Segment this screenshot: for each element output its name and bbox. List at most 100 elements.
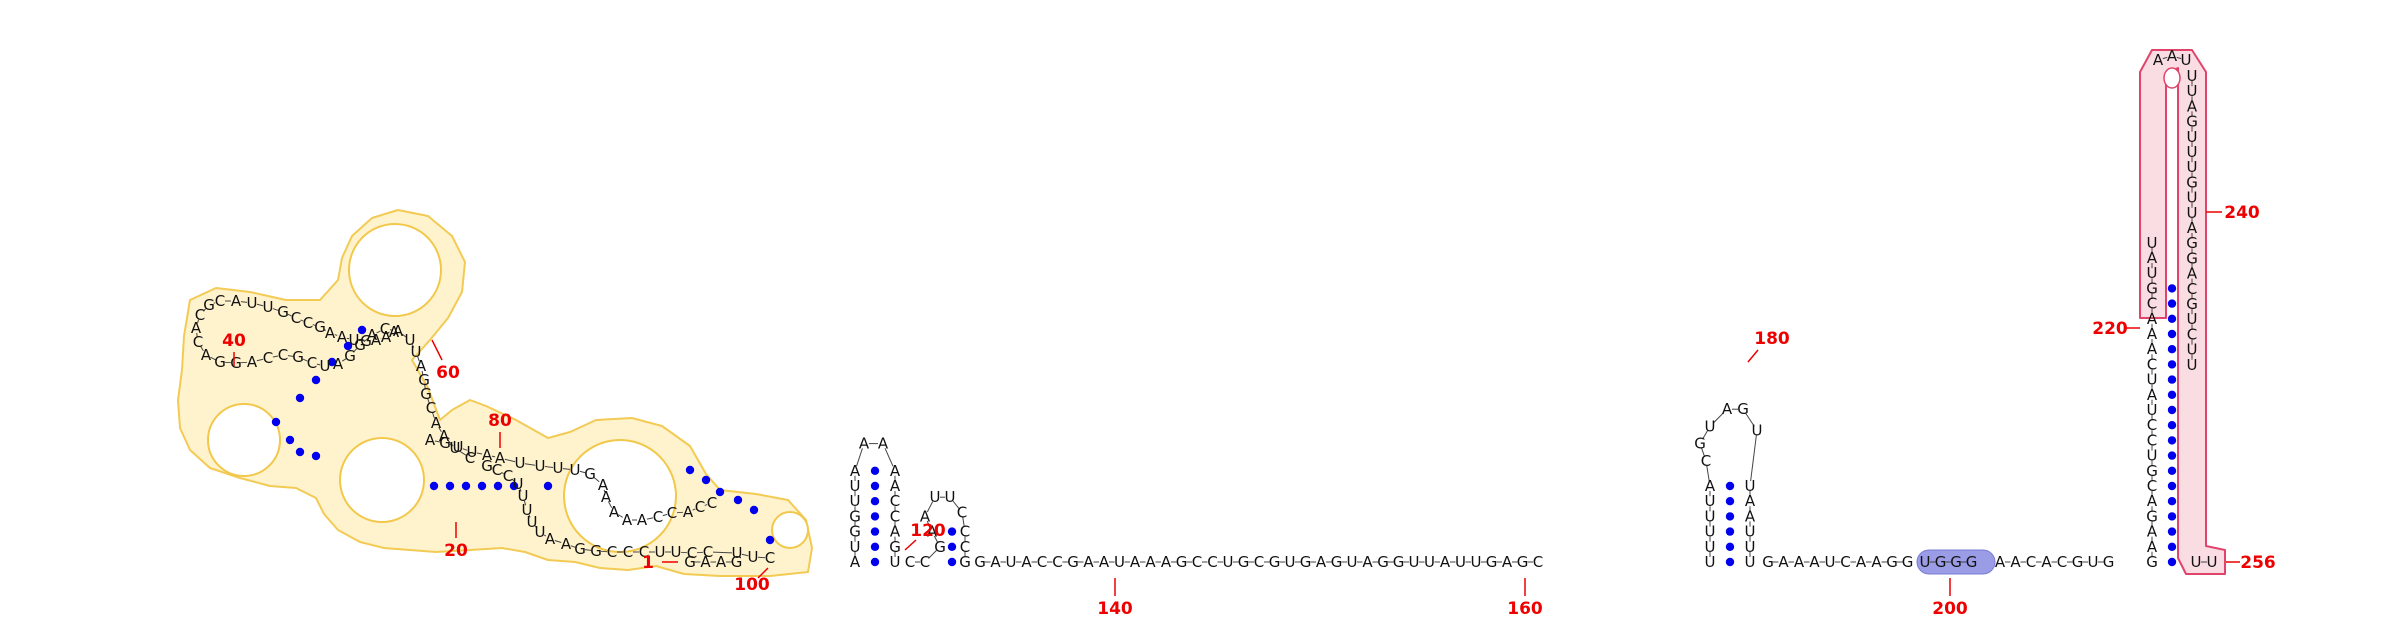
yellow-loop-hole <box>349 224 441 316</box>
nucleotide-G: G <box>574 540 586 558</box>
base-pair-dot <box>766 536 774 544</box>
base-pair-dot <box>948 558 956 566</box>
label-120: 120 <box>910 521 946 541</box>
label-160: 160 <box>1507 599 1543 618</box>
nucleotide-A: A <box>1995 553 2006 571</box>
base-pair-dot <box>1726 512 1734 520</box>
nucleotide-C: C <box>2026 553 2036 571</box>
nucleotide-G: G <box>1886 553 1898 571</box>
nucleotide-U: U <box>1114 553 1125 571</box>
nucleotide-U: U <box>1285 553 1296 571</box>
base-pair-dot <box>2168 406 2176 414</box>
nucleotide-C: C <box>1533 553 1543 571</box>
nucleotide-G: G <box>1300 553 1312 571</box>
base-pair-dot <box>494 482 502 490</box>
nucleotide-C: C <box>278 346 288 364</box>
base-pair-dot <box>2168 527 2176 535</box>
base-pair-dot <box>286 436 294 444</box>
nucleotide-C: C <box>1701 452 1711 470</box>
nucleotide-A: A <box>2153 51 2164 69</box>
nucleotide-G: G <box>1762 553 1774 571</box>
base-pair-dot <box>2168 391 2176 399</box>
nucleotide-U: U <box>748 548 759 566</box>
nucleotide-U: U <box>247 294 258 312</box>
base-pair-dot <box>734 496 742 504</box>
yellow-loop-hole <box>772 512 808 548</box>
nucleotide-A: A <box>1161 553 1172 571</box>
nucleotide-A: A <box>716 553 727 571</box>
label-60-tick <box>432 340 442 360</box>
nucleotide-G: G <box>1238 553 1250 571</box>
label-140: 140 <box>1097 599 1133 618</box>
nucleotide-C: C <box>1254 553 1264 571</box>
base-pair-dot <box>1726 558 1734 566</box>
base-pair-dot <box>948 543 956 551</box>
nucleotide-C: C <box>905 553 915 571</box>
nucleotide-C: C <box>653 508 663 526</box>
nucleotide-U: U <box>2191 553 2202 571</box>
nucleotide-U: U <box>945 488 956 506</box>
nucleotide-C: C <box>291 309 301 327</box>
nucleotide-A: A <box>247 353 258 371</box>
nucleotide-A: A <box>2010 553 2021 571</box>
nucleotide-C: C <box>215 292 225 310</box>
base-pair-dot <box>312 376 320 384</box>
nucleotide-C: C <box>2057 553 2067 571</box>
nucleotide-G: G <box>203 296 215 314</box>
base-pair-dot <box>2168 375 2176 383</box>
base-pair-dot <box>871 497 879 505</box>
label-60: 60 <box>436 363 460 383</box>
backbone-segment <box>1751 435 1757 481</box>
nucleotide-U: U <box>467 443 478 461</box>
nucleotide-A: A <box>2041 553 2052 571</box>
nucleotide-A: A <box>878 435 889 453</box>
yellow-loop-hole <box>340 438 424 522</box>
nucleotide-U: U <box>930 488 941 506</box>
nucleotide-A: A <box>1502 553 1513 571</box>
nucleotide-U: U <box>655 543 666 561</box>
nucleotide-A: A <box>337 328 348 346</box>
nucleotide-C: C <box>667 504 677 522</box>
base-pair-dot <box>2168 467 2176 475</box>
nucleotide-U: U <box>1752 421 1763 439</box>
nucleotide-G: G <box>1176 553 1188 571</box>
base-pair-dot <box>871 482 879 490</box>
nucleotide-U: U <box>1745 553 1756 571</box>
base-pair-dot <box>296 394 304 402</box>
nucleotide-A: A <box>990 553 1001 571</box>
nucleotide-A: A <box>609 503 620 521</box>
base-pair-dot <box>478 482 486 490</box>
nucleotide-U: U <box>405 331 416 349</box>
nucleotide-C: C <box>765 549 775 567</box>
nucleotide-C: C <box>307 354 317 372</box>
label-40: 40 <box>222 331 246 351</box>
label-1: 1 <box>642 553 654 573</box>
label-180: 180 <box>1754 329 1790 349</box>
nucleotide-A: A <box>1856 553 1867 571</box>
nucleotide-A: A <box>1809 553 1820 571</box>
nucleotide-U: U <box>732 544 743 562</box>
nucleotide-G: G <box>2072 553 2084 571</box>
base-pair-dot <box>871 543 879 551</box>
base-pair-dot <box>686 466 694 474</box>
nucleotide-U: U <box>570 461 581 479</box>
nucleotide-C: C <box>957 503 967 521</box>
nucleotide-G: G <box>344 347 356 365</box>
nucleotide-G: G <box>1067 553 1079 571</box>
nucleotide-C: C <box>1037 553 1047 571</box>
nucleotide-C: C <box>1840 553 1850 571</box>
nucleotide-A: A <box>1722 400 1733 418</box>
nucleotide-U: U <box>1455 553 1466 571</box>
base-pair-dot <box>446 482 454 490</box>
nucleotide-A: A <box>850 462 861 480</box>
nucleotide-G: G <box>277 303 289 321</box>
nucleotide-A: A <box>637 511 648 529</box>
nucleotide-G: G <box>1331 553 1343 571</box>
nucleotide-A: A <box>1316 553 1327 571</box>
nucleotide-A: A <box>1130 553 1141 571</box>
nucleotide-A: A <box>1362 553 1373 571</box>
nucleotide-G: G <box>1935 553 1947 571</box>
nucleotide-U: U <box>1006 553 1017 571</box>
